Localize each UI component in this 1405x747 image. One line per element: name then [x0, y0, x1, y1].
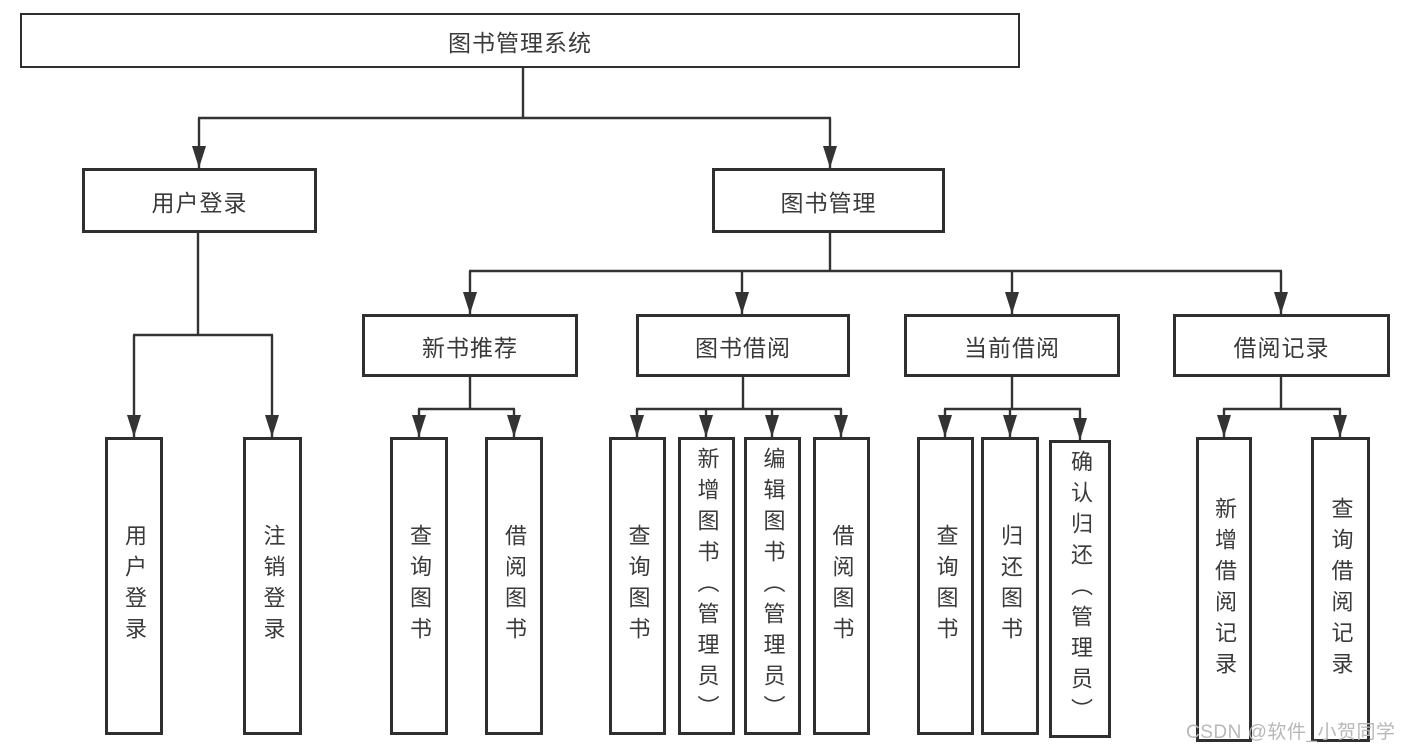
- node-label: 查询借阅记录: [1328, 496, 1354, 683]
- node-user-login: 用户登录: [82, 168, 317, 233]
- node-label: 编辑图书（管理员）: [760, 446, 786, 726]
- node-label: 新书推荐: [422, 334, 518, 361]
- leaf-cb-query-book: 查询图书: [917, 437, 974, 735]
- node-borrow-records: 借阅记录: [1173, 314, 1390, 377]
- node-label: 借阅图书: [829, 524, 855, 648]
- node-book-borrow: 图书借阅: [636, 314, 850, 377]
- node-label: 查询图书: [407, 524, 432, 648]
- leaf-br-add-record: 新增借阅记录: [1196, 437, 1252, 742]
- node-book-management: 图书管理: [712, 168, 945, 233]
- node-label: 图书管理: [780, 189, 877, 216]
- node-label: 注销登录: [260, 524, 286, 648]
- node-label: 确认归还（管理员）: [1068, 449, 1093, 729]
- node-root: 图书管理系统: [20, 13, 1020, 68]
- leaf-bb-edit-book: 编辑图书（管理员）: [744, 437, 801, 735]
- leaf-bb-query-book: 查询图书: [609, 437, 666, 735]
- leaf-logout-login: 注销登录: [243, 437, 302, 735]
- leaf-rec-query-book: 查询图书: [390, 437, 448, 735]
- node-current-borrow: 当前借阅: [904, 314, 1120, 377]
- leaf-rec-borrow-book: 借阅图书: [485, 437, 543, 735]
- leaf-cb-confirm-return: 确认归还（管理员）: [1049, 440, 1111, 738]
- node-label: 图书借阅: [695, 334, 791, 361]
- node-label: 查询图书: [625, 524, 651, 648]
- leaf-bb-borrow-book: 借阅图书: [813, 437, 870, 735]
- leaf-bb-add-book: 新增图书（管理员）: [678, 437, 735, 735]
- node-label: 新增借阅记录: [1212, 496, 1237, 683]
- node-label: 当前借阅: [964, 334, 1060, 361]
- leaf-cb-return-book: 归还图书: [981, 437, 1039, 735]
- watermark: CSDN @软件_小贺同学: [1186, 722, 1396, 743]
- node-label: 查询图书: [933, 524, 959, 648]
- node-new-book-recommend: 新书推荐: [362, 314, 578, 377]
- node-label: 用户登录: [122, 524, 147, 648]
- node-label: 新增图书（管理员）: [694, 446, 720, 726]
- node-label: 归还图书: [998, 524, 1023, 648]
- leaf-user-login: 用户登录: [105, 437, 163, 735]
- node-label: 图书管理系统: [448, 29, 592, 56]
- node-label: 用户登录: [151, 189, 248, 216]
- node-label: 借阅记录: [1233, 334, 1330, 361]
- node-label: 借阅图书: [502, 524, 527, 648]
- leaf-br-query-record: 查询借阅记录: [1311, 437, 1370, 742]
